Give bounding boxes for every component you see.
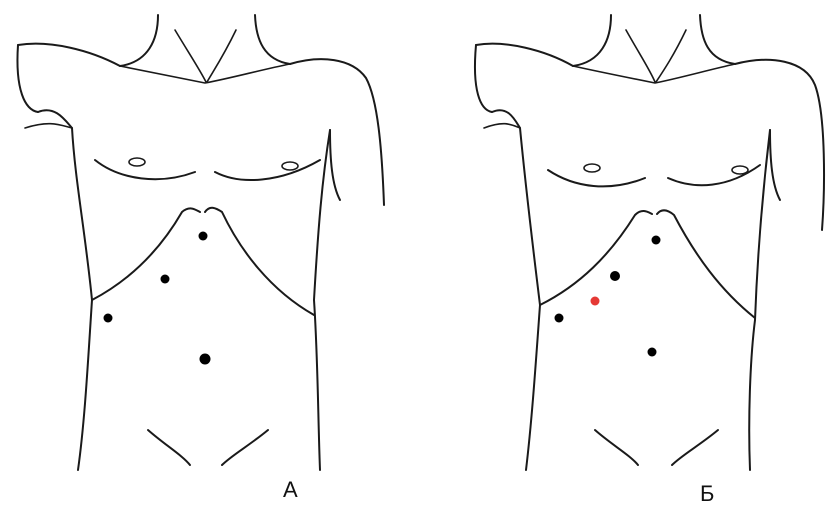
torso-drawing-a	[17, 15, 384, 470]
right-pectoral-line	[215, 160, 320, 180]
panel-label-b: Б	[700, 483, 714, 505]
left-axilla	[25, 124, 72, 128]
marker-point	[555, 314, 564, 323]
left-arm-upper	[475, 45, 492, 112]
left-torso-side	[520, 128, 540, 470]
marker-point	[591, 297, 600, 306]
neck-right-line	[700, 15, 735, 64]
marker-point	[104, 314, 113, 323]
costal-margin-left	[92, 208, 200, 300]
right-nipple	[282, 162, 298, 170]
left-groin-line	[595, 430, 638, 465]
left-shoulder-line	[476, 44, 573, 66]
left-arm-lower	[38, 110, 72, 128]
right-arm-inner	[330, 130, 340, 200]
marker-point	[652, 236, 661, 245]
sternal-notch-line-2	[207, 30, 236, 82]
left-nipple	[129, 158, 145, 166]
neck-left-line	[573, 15, 611, 66]
right-nipple	[732, 166, 748, 174]
marker-point	[610, 271, 620, 281]
panel-label-a: А	[283, 479, 298, 501]
torso-drawing-b	[475, 15, 824, 470]
right-torso-side	[314, 130, 330, 470]
right-arm-inner	[770, 130, 780, 200]
right-groin-line	[672, 430, 718, 465]
right-groin-line	[222, 430, 268, 465]
right-torso-side	[749, 130, 770, 470]
marker-point	[161, 275, 170, 284]
marker-point	[648, 348, 657, 357]
left-nipple	[584, 164, 600, 172]
left-pectoral-line	[548, 170, 645, 186]
left-groin-line	[148, 430, 190, 465]
left-torso-side	[72, 128, 92, 470]
left-arm-upper	[17, 45, 38, 112]
neck-right-line	[255, 15, 290, 64]
costal-margin-right	[205, 208, 314, 315]
right-shoulder-line	[735, 60, 824, 230]
points-group-a	[104, 232, 211, 365]
left-shoulder-line	[18, 44, 120, 66]
left-arm-lower	[492, 110, 520, 128]
sternal-notch-line	[175, 30, 206, 82]
right-shoulder-line	[290, 59, 384, 205]
left-axilla	[484, 124, 520, 128]
costal-margin-right	[657, 210, 755, 318]
marker-point	[199, 232, 208, 241]
costal-margin-left	[540, 211, 652, 305]
neck-left-line	[120, 15, 158, 66]
sternal-notch-line-2	[656, 30, 686, 82]
sternal-notch-line	[626, 30, 655, 82]
marker-point	[200, 354, 211, 365]
